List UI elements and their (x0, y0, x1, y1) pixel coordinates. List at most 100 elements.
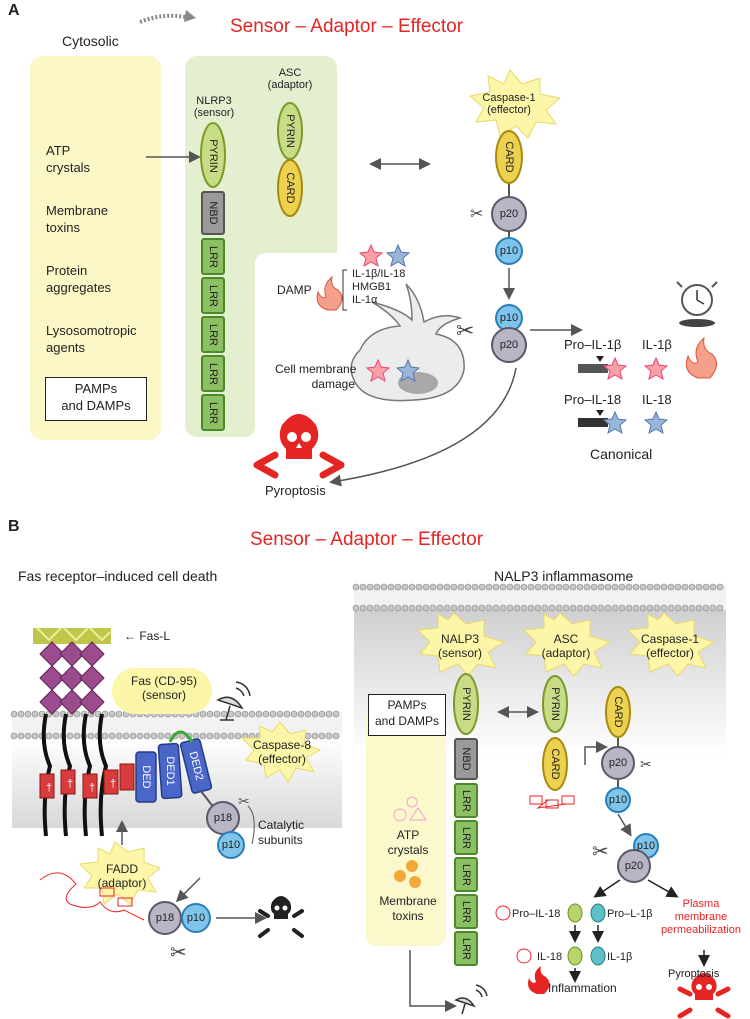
il18-label: IL-18 (642, 392, 672, 407)
lipid-head (199, 732, 207, 740)
svg-text:†: † (46, 782, 52, 794)
lipid-head (548, 583, 556, 591)
lipid-head (506, 604, 514, 612)
plasma-permeabilization-label: Plasma membrane permeabilization (660, 898, 742, 936)
svg-text:†: † (89, 782, 95, 794)
p20-label-1: p20 (499, 208, 519, 220)
pyroptosis-label-a: Pyroptosis (265, 483, 326, 498)
lrr-label-b4: LRR (460, 900, 472, 923)
lipid-head (429, 583, 437, 591)
asc-card-label-b: CARD (549, 748, 561, 780)
asc-card-b (542, 737, 568, 791)
caspase1-card-label: CARD (503, 141, 515, 173)
lipid-head (443, 583, 451, 591)
pro-il1b-label: Pro–IL-1β (564, 337, 622, 352)
lipid-head (534, 583, 542, 591)
svg-text:†: † (67, 778, 73, 790)
lipid-head (311, 710, 319, 718)
lipid-head (220, 732, 228, 740)
pamps-damps-box-a: PAMPs and DAMPs (45, 377, 147, 421)
lipid-head (520, 583, 528, 591)
fadd-death-domain (119, 763, 135, 791)
lipid-head (143, 732, 151, 740)
lipid-head (681, 604, 689, 612)
svg-text:✂: ✂ (456, 318, 474, 343)
lipid-head (387, 583, 395, 591)
lipid-head (471, 583, 479, 591)
lipid-head (464, 604, 472, 612)
lipid-head (52, 710, 60, 718)
lipid-head (429, 604, 437, 612)
lipid-head (569, 583, 577, 591)
lipid-head (709, 583, 717, 591)
panel-a-letter: A (8, 2, 20, 19)
lipid-head (583, 604, 591, 612)
asc-card-label: CARD (284, 172, 296, 204)
lipid-head (115, 710, 123, 718)
lipid-head (380, 583, 388, 591)
lipid-head (269, 710, 277, 718)
lipid-head (499, 583, 507, 591)
lrr-label-b2: LRR (460, 826, 472, 849)
lipid-head (716, 604, 724, 612)
nlrp3-pyrin (200, 122, 226, 188)
nalp3-pyrin-label-b: PYRIN (460, 687, 472, 721)
lipid-head (297, 710, 305, 718)
fadd-burst (78, 841, 161, 905)
caspase1-p10 (495, 237, 523, 265)
lipid-head (450, 583, 458, 591)
asc-pyrin-b (542, 675, 568, 733)
lipid-head (192, 732, 200, 740)
p20-label-b2: p20 (624, 860, 644, 872)
fas-receptor-diamonds (39, 641, 105, 715)
lipid-head (639, 583, 647, 591)
lipid-head (464, 583, 472, 591)
lipid-head (17, 732, 25, 740)
lipid-head (695, 583, 703, 591)
caspase1-card (495, 130, 523, 184)
lipid-head (311, 732, 319, 740)
asc-burst (522, 612, 612, 677)
trigger-atp: ATP crystals (46, 143, 91, 175)
skull-icon-b-left (258, 896, 304, 938)
lipid-head (332, 732, 340, 740)
trigger-membrane-toxins: Membrane toxins (46, 203, 109, 235)
caspase1-p20-b (601, 746, 635, 780)
lipid-head (401, 583, 409, 591)
fas-label: Fas (CD-95) (sensor) (130, 674, 197, 702)
svg-text:✂: ✂ (592, 841, 609, 863)
p20-label-2: p20 (499, 339, 519, 351)
lipid-head (241, 710, 249, 718)
lipid-bilayer-right (352, 583, 724, 612)
lipid-head (632, 583, 640, 591)
fadd-label: FADD (adaptor) (97, 862, 147, 890)
svg-text:†: † (110, 778, 116, 790)
atp-crystals-b: ATP crystals (387, 828, 429, 857)
lipid-head (709, 604, 717, 612)
lipid-head (108, 710, 116, 718)
lipid-head (618, 604, 626, 612)
lipid-head (576, 583, 584, 591)
caspase8-burst (240, 721, 322, 783)
svg-text:✂: ✂ (238, 793, 250, 809)
lipid-head (702, 604, 710, 612)
lipid-head (52, 732, 60, 740)
lipid-head (597, 604, 605, 612)
caspase1-label-b: Caspase-1 (effector) (640, 632, 700, 660)
caspase1-p10-b (605, 787, 631, 813)
lrr-label-2: LRR (207, 284, 219, 307)
damp-list: IL-1β/IL-18 HMGB1 IL-1α (352, 268, 406, 306)
asc-pyrin-label: PYRIN (284, 114, 296, 148)
caspase1-card-label-b: CARD (612, 696, 624, 728)
lrr-label-1: LRR (207, 245, 219, 268)
lipid-head (318, 732, 326, 740)
lipid-head (24, 732, 32, 740)
lipid-head (492, 604, 500, 612)
pro-il18-label-b: Pro–IL-18 (512, 908, 561, 920)
lipid-head (562, 604, 570, 612)
lipid-head (234, 732, 242, 740)
lipid-head (17, 710, 25, 718)
inflammation-label: Inflammation (548, 981, 617, 995)
lipid-head (213, 710, 221, 718)
lrr-label-5: LRR (207, 401, 219, 424)
